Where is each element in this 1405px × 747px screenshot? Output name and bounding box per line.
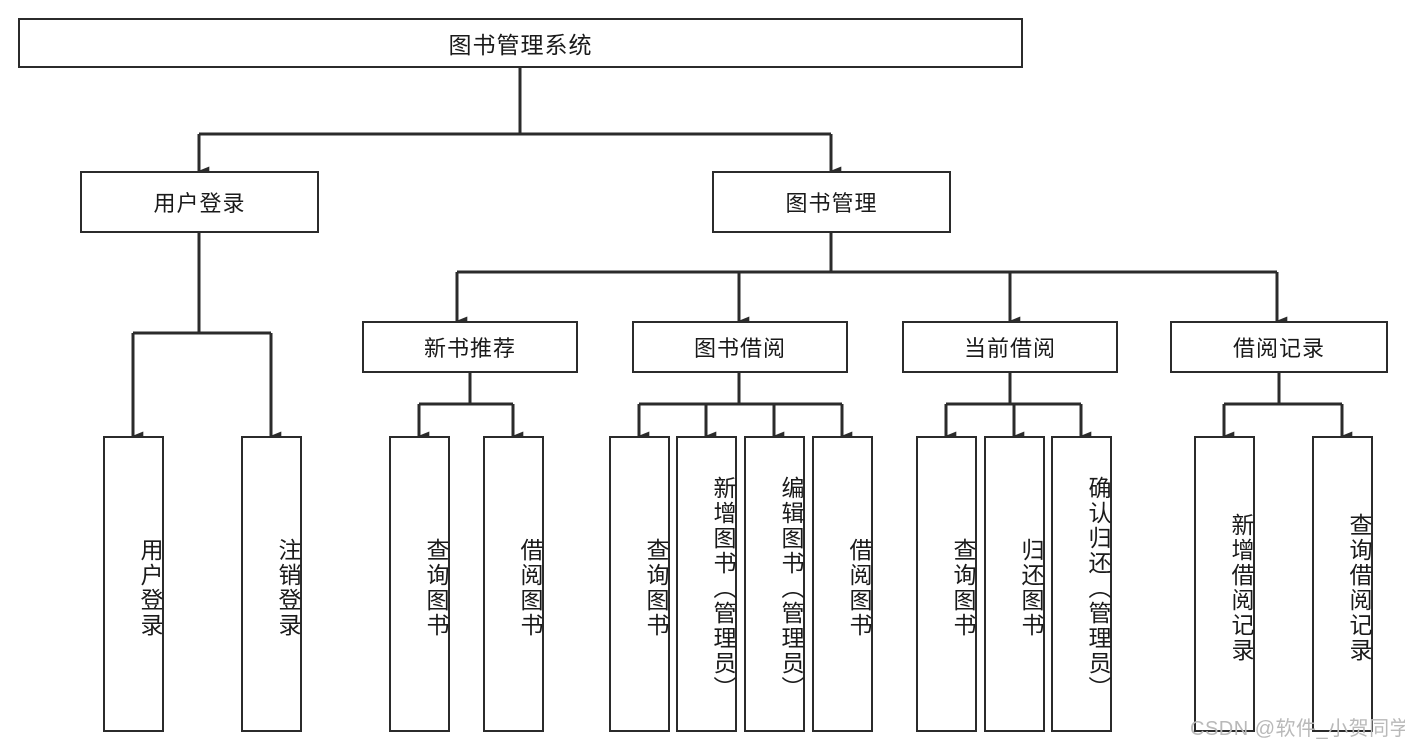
leaf-user-login-logout[interactable]: 注销登录	[241, 436, 302, 732]
leaf-recommend-query-book[interactable]: 查询图书	[389, 436, 450, 732]
leaf-borrow-query-book[interactable]: 查询图书	[609, 436, 670, 732]
node-new-book-recommend[interactable]: 新书推荐	[362, 321, 578, 373]
leaf-current-confirm-return-admin[interactable]: 确认归还（管理员）	[1051, 436, 1112, 732]
node-root-system[interactable]: 图书管理系统	[18, 18, 1023, 68]
leaf-recommend-borrow-book[interactable]: 借阅图书	[483, 436, 544, 732]
leaf-current-return-book[interactable]: 归还图书	[984, 436, 1045, 732]
leaf-record-query-record[interactable]: 查询借阅记录	[1312, 436, 1373, 732]
node-book-borrow[interactable]: 图书借阅	[632, 321, 848, 373]
node-user-login[interactable]: 用户登录	[80, 171, 319, 233]
node-book-management[interactable]: 图书管理	[712, 171, 951, 233]
leaf-borrow-edit-book-admin[interactable]: 编辑图书（管理员）	[744, 436, 805, 732]
leaf-borrow-borrow-book[interactable]: 借阅图书	[812, 436, 873, 732]
leaf-record-add-record[interactable]: 新增借阅记录	[1194, 436, 1255, 732]
leaf-user-login-login[interactable]: 用户登录	[103, 436, 164, 732]
node-current-borrow[interactable]: 当前借阅	[902, 321, 1118, 373]
leaf-current-query-book[interactable]: 查询图书	[916, 436, 977, 732]
csdn-watermark: CSDN @软件_小贺同学	[1190, 718, 1405, 740]
node-borrow-record[interactable]: 借阅记录	[1170, 321, 1388, 373]
leaf-borrow-add-book-admin[interactable]: 新增图书（管理员）	[676, 436, 737, 732]
